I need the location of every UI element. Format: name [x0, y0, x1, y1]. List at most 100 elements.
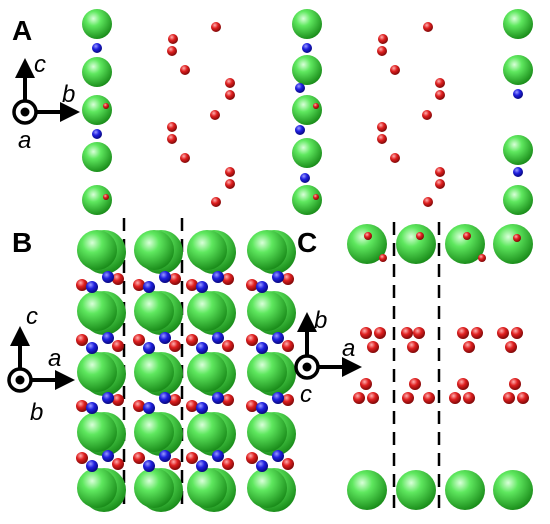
medium-atom: [102, 332, 114, 344]
small-atom: [505, 341, 517, 353]
large-atom: [77, 352, 117, 392]
axis-c-up-label: b: [314, 307, 327, 334]
small-atom: [225, 78, 235, 88]
small-atom: [169, 458, 181, 470]
large-atom: [292, 95, 322, 125]
small-atom: [390, 153, 400, 163]
large-atom: [347, 224, 387, 264]
small-atom: [112, 394, 124, 406]
large-atom: [292, 55, 322, 85]
small-atom: [463, 341, 475, 353]
small-atom: [449, 392, 461, 404]
axis-c-right-label: a: [342, 335, 355, 362]
small-atom: [169, 340, 181, 352]
small-atom: [282, 394, 294, 406]
axis-a-out-label: a: [18, 127, 31, 154]
small-atom: [76, 452, 88, 464]
small-atom: [222, 273, 234, 285]
medium-atom: [143, 281, 155, 293]
small-atom: [222, 458, 234, 470]
medium-atom: [159, 332, 171, 344]
large-atom: [77, 412, 117, 452]
medium-atom: [92, 43, 102, 53]
small-atom: [409, 378, 421, 390]
small-atom: [103, 194, 109, 200]
small-atom: [76, 334, 88, 346]
medium-atom: [143, 342, 155, 354]
medium-atom: [272, 271, 284, 283]
small-atom: [423, 197, 433, 207]
medium-atom: [86, 342, 98, 354]
small-atom: [435, 179, 445, 189]
large-atom: [247, 468, 287, 508]
axis-a-right-label: b: [62, 81, 75, 108]
large-atom: [82, 57, 112, 87]
large-atom: [493, 470, 533, 510]
small-atom: [222, 340, 234, 352]
small-atom: [378, 34, 388, 44]
large-atom: [247, 230, 287, 270]
medium-atom: [86, 460, 98, 472]
small-atom: [463, 392, 475, 404]
small-atom: [112, 458, 124, 470]
small-atom: [390, 65, 400, 75]
small-atom: [413, 327, 425, 339]
large-atom: [292, 185, 322, 215]
axis-triad-a: c b a: [12, 51, 80, 154]
axis-a-up-label: c: [34, 51, 46, 78]
large-atom: [292, 9, 322, 39]
medium-atom: [212, 271, 224, 283]
medium-atom: [196, 281, 208, 293]
large-atom: [134, 230, 174, 270]
medium-atom: [212, 450, 224, 462]
small-atom: [416, 232, 424, 240]
small-atom: [246, 400, 258, 412]
large-atom: [134, 352, 174, 392]
small-atom: [457, 378, 469, 390]
small-atom: [225, 167, 235, 177]
small-atom: [360, 378, 372, 390]
large-atom: [82, 9, 112, 39]
medium-atom: [159, 271, 171, 283]
small-atom: [377, 122, 387, 132]
small-atom: [364, 232, 372, 240]
small-atom: [169, 273, 181, 285]
small-atom: [112, 273, 124, 285]
medium-atom: [212, 332, 224, 344]
medium-atom: [272, 392, 284, 404]
small-atom: [225, 90, 235, 100]
medium-atom: [272, 332, 284, 344]
small-atom: [353, 392, 365, 404]
labels-layer: A B C c b a c a b b: [7, 15, 362, 426]
small-atom: [367, 341, 379, 353]
large-atom: [134, 291, 174, 331]
small-atom: [186, 279, 198, 291]
large-atom: [134, 468, 174, 508]
panel-label-a: A: [12, 15, 32, 46]
panel-label-c: C: [297, 227, 317, 258]
medium-atom: [212, 392, 224, 404]
small-atom: [246, 452, 258, 464]
small-atom: [367, 392, 379, 404]
small-atom: [457, 327, 469, 339]
small-atom: [463, 232, 471, 240]
small-atom: [401, 327, 413, 339]
large-atom: [247, 352, 287, 392]
small-atom: [133, 279, 145, 291]
small-atom: [435, 90, 445, 100]
small-atom: [435, 78, 445, 88]
small-atom: [374, 327, 386, 339]
small-atom: [180, 65, 190, 75]
medium-atom: [102, 271, 114, 283]
small-atom: [282, 340, 294, 352]
small-atom: [225, 179, 235, 189]
small-atom: [379, 254, 387, 262]
small-atom: [76, 400, 88, 412]
small-atom: [167, 46, 177, 56]
large-atom: [493, 224, 533, 264]
medium-atom: [513, 167, 523, 177]
small-atom: [513, 234, 521, 242]
small-atom: [133, 334, 145, 346]
large-atom: [82, 95, 112, 125]
